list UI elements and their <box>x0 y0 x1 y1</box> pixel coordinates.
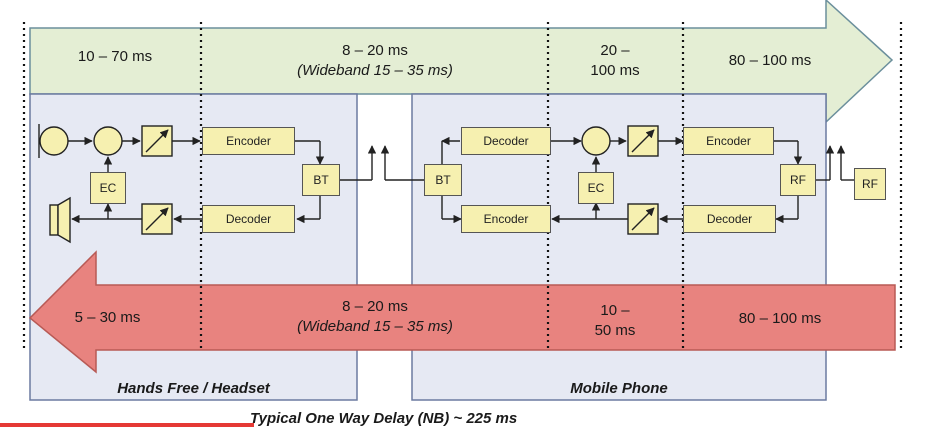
bottom-seg3-sublabel: 50 ms <box>594 322 636 339</box>
footer-progress <box>0 423 254 427</box>
headset-echo-canceller: EC <box>90 172 126 204</box>
phone-echo-canceller: EC <box>578 172 614 204</box>
phone-decoder-right: Decoder <box>683 205 776 233</box>
bottom-seg1-label: 5 – 30 ms <box>74 309 141 326</box>
phone-rf: RF <box>780 164 816 196</box>
remote-rf: RF <box>854 168 886 200</box>
top-seg1-label: 10 – 70 ms <box>77 48 153 65</box>
headset-encoder: Encoder <box>202 127 295 155</box>
bottom-seg4-label: 80 – 100 ms <box>738 310 822 327</box>
bottom-seg2-label: 8 – 20 ms <box>342 298 408 315</box>
bottom-delay-arrow <box>28 250 896 374</box>
headset-bluetooth: BT <box>302 164 340 196</box>
top-seg4-label: 80 – 100 ms <box>728 52 812 69</box>
segment-dividers <box>22 22 903 350</box>
headset-caption: Hands Free / Headset <box>117 380 270 397</box>
top-seg3-sublabel: 100 ms <box>590 62 640 79</box>
top-seg2-sublabel: (Wideband 15 – 35 ms) <box>297 62 453 79</box>
footer-delay-note: Typical One Way Delay (NB) ~ 225 ms <box>250 410 518 427</box>
bottom-seg3-label: 10 – <box>600 302 630 319</box>
headset-decoder: Decoder <box>202 205 295 233</box>
top-seg2-label: 8 – 20 ms <box>342 42 408 59</box>
bottom-seg2-sublabel: (Wideband 15 – 35 ms) <box>297 318 453 335</box>
phone-bluetooth: BT <box>424 164 462 196</box>
phone-caption: Mobile Phone <box>570 380 668 397</box>
phone-decoder-left: Decoder <box>461 127 551 155</box>
phone-encoder-right: Encoder <box>683 127 774 155</box>
phone-encoder-left: Encoder <box>461 205 551 233</box>
top-seg3-label: 20 – <box>600 42 630 59</box>
